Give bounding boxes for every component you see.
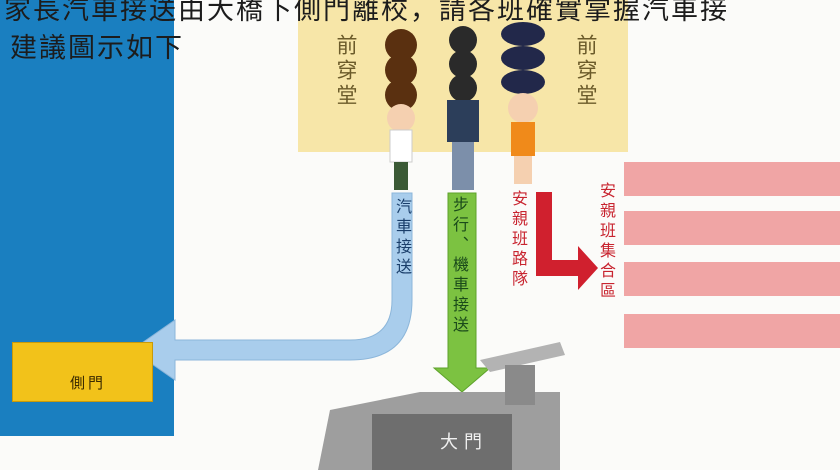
main-gate-building	[318, 342, 565, 470]
walk-scooter-arrow	[432, 192, 492, 393]
after-school-route-arrow	[536, 192, 598, 290]
car-pickup-arrow	[131, 192, 413, 381]
main-gate-label: 大門	[440, 432, 488, 453]
after-school-area-label: 安親班集合區	[597, 182, 616, 302]
car-pickup-label: 汽車接送	[393, 198, 412, 278]
assembly-area-stripes	[624, 162, 840, 348]
notice-line-1: 家長汽車接送由大橋下側門離校，請各班確實掌握汽車接	[4, 0, 729, 26]
student-kids-icon	[501, 22, 545, 184]
front-hall-left-label: 前穿堂	[334, 34, 358, 109]
notice-line-2: 建議圖示如下	[10, 33, 184, 64]
after-school-route-label: 安親班路隊	[509, 190, 528, 290]
walk-scooter-label: 步行、機車接送	[450, 196, 469, 336]
side-gate-label: 側門	[70, 374, 107, 392]
side-gate	[12, 342, 153, 402]
student-girls-icon	[385, 29, 417, 190]
front-hall-right-label: 前穿堂	[574, 34, 598, 109]
student-boys-icon	[447, 26, 479, 190]
